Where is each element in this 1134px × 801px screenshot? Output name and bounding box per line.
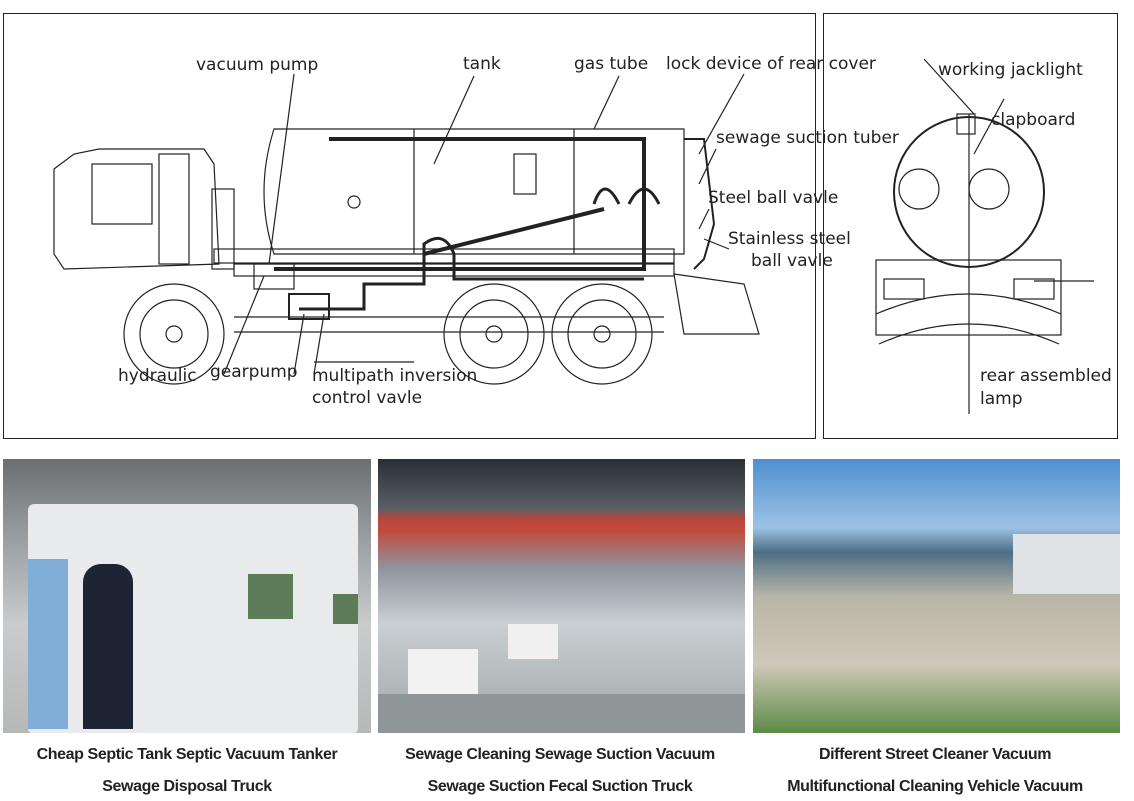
product-caption-2-line2[interactable]: Sewage Suction Fecal Suction Truck [427, 778, 693, 795]
truck-rear-drawing [875, 58, 1094, 414]
label-lock-device: lock device of rear cover [666, 54, 876, 74]
label-working-jacklight: working jacklight [938, 60, 1083, 80]
product-photo-factory-line[interactable] [378, 459, 745, 733]
label-multipath-inversion: multipath inversion [312, 366, 478, 386]
product-caption-3-line2[interactable]: Multifunctional Cleaning Vehicle Vacuum [787, 778, 1083, 795]
label-control-valve: control vavle [312, 388, 423, 408]
label-tank: tank [463, 54, 501, 74]
label-rear-assembled: rear assembled [980, 366, 1112, 386]
label-clapboard: clapboard [991, 110, 1076, 130]
label-gas-tube: gas tube [574, 54, 649, 74]
rear-view-diagram: working jacklight clapboard rear assembl… [823, 13, 1118, 439]
label-gearpump: gearpump [210, 362, 298, 382]
product-caption-2-line1[interactable]: Sewage Cleaning Sewage Suction Vacuum [405, 746, 715, 763]
product-caption-1-line1[interactable]: Cheap Septic Tank Septic Vacuum Tanker [36, 746, 338, 763]
label-sewage-suction-tuber: sewage suction tuber [716, 128, 899, 148]
label-stainless-steel: Stainless steel [728, 229, 851, 249]
label-lamp: lamp [980, 389, 1023, 409]
label-hydraulic: hydraulic [118, 366, 197, 386]
side-view-diagram: vacuum pump tank gas tube lock device of… [3, 13, 899, 439]
product-photo-laser-machine[interactable] [3, 459, 371, 733]
label-ball-valve: ball vavle [751, 251, 833, 271]
label-steel-ball-valve: Steel ball vavle [708, 188, 839, 208]
product-caption-3-line1[interactable]: Different Street Cleaner Vacuum [818, 746, 1052, 763]
truck-side-drawing [53, 73, 760, 385]
product-photo-truck-yard[interactable] [753, 459, 1120, 733]
product-caption-1-line2[interactable]: Sewage Disposal Truck [102, 778, 272, 795]
label-vacuum-pump: vacuum pump [196, 55, 319, 75]
